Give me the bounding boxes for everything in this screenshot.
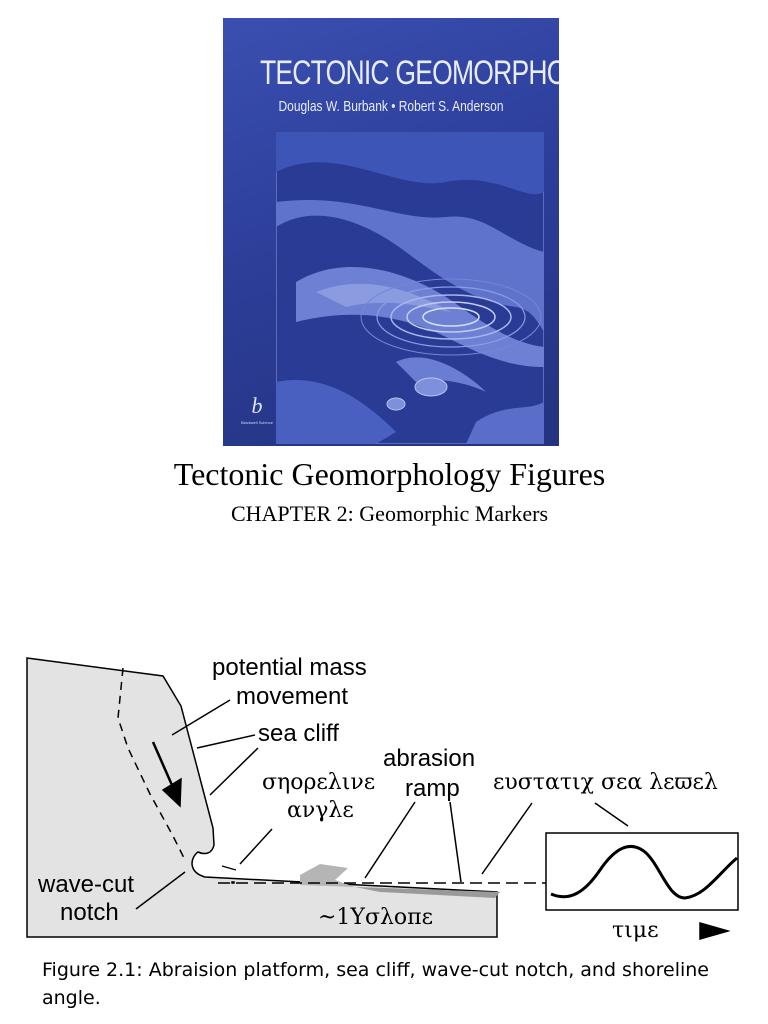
- eustatic-curve: [550, 845, 738, 900]
- shoreline-angle-marker: [221, 865, 237, 871]
- publisher-logo: b: [251, 393, 263, 418]
- cover-authors: Douglas W. Burbank • Robert S. Anderson: [278, 98, 504, 115]
- figure-diagram: potential mass movement sea cliff abrasi…: [26, 654, 739, 943]
- leader-cliff-2: [209, 747, 259, 796]
- label-eustatic: ευστατιχ σεα λεϖελ: [493, 770, 718, 795]
- leader-mass: [171, 699, 231, 736]
- label-mass-movement-2: movement: [236, 683, 348, 710]
- label-slope: ~1Υσλοπε: [318, 905, 433, 930]
- label-notch-2: notch: [60, 899, 119, 926]
- label-sea-cliff: sea cliff: [258, 720, 339, 747]
- label-shoreline-1: σηορελινε: [262, 770, 375, 795]
- label-shoreline-2: ανγλε: [287, 798, 354, 823]
- leader-eustatic: [481, 802, 533, 875]
- label-mass-movement-1: potential mass: [212, 654, 367, 681]
- book-cover: TECTONIC GEOMORPHOLOGY Douglas W. Burban…: [223, 18, 559, 446]
- cliff-body: [26, 657, 498, 938]
- leader-inset: [594, 802, 629, 827]
- water-surface: [231, 881, 235, 884]
- time-arrow: [699, 922, 731, 940]
- cover-title: TECTONIC GEOMORPHOLOGY: [259, 54, 559, 92]
- water-wave: [300, 864, 355, 887]
- figure-caption: Figure 2.1: Abraision platform, sea clif…: [42, 959, 709, 1009]
- label-abrasion-1: abrasion: [383, 745, 475, 772]
- leader-cliff-1: [196, 734, 256, 749]
- shallow-water: [355, 887, 500, 898]
- eustatic-inset-box: [545, 832, 739, 911]
- cover-artwork: [276, 132, 544, 444]
- mass-movement-arrow: [151, 741, 177, 793]
- leader-shoreline: [239, 828, 273, 865]
- document-subtitle: CHAPTER 2: Geomorphic Markers: [230, 501, 549, 526]
- leader-ramp-1: [364, 801, 416, 879]
- publisher-name: Blackwell Science: [240, 420, 273, 425]
- document-title: Tectonic Geomorphology Figures: [173, 456, 606, 492]
- leader-notch: [135, 871, 186, 910]
- leader-ramp-2: [449, 801, 462, 883]
- failure-plane: [117, 667, 187, 863]
- label-notch-1: wave-cut: [37, 871, 134, 898]
- label-abrasion-2: ramp: [405, 775, 460, 802]
- label-time: τιμε: [612, 918, 659, 943]
